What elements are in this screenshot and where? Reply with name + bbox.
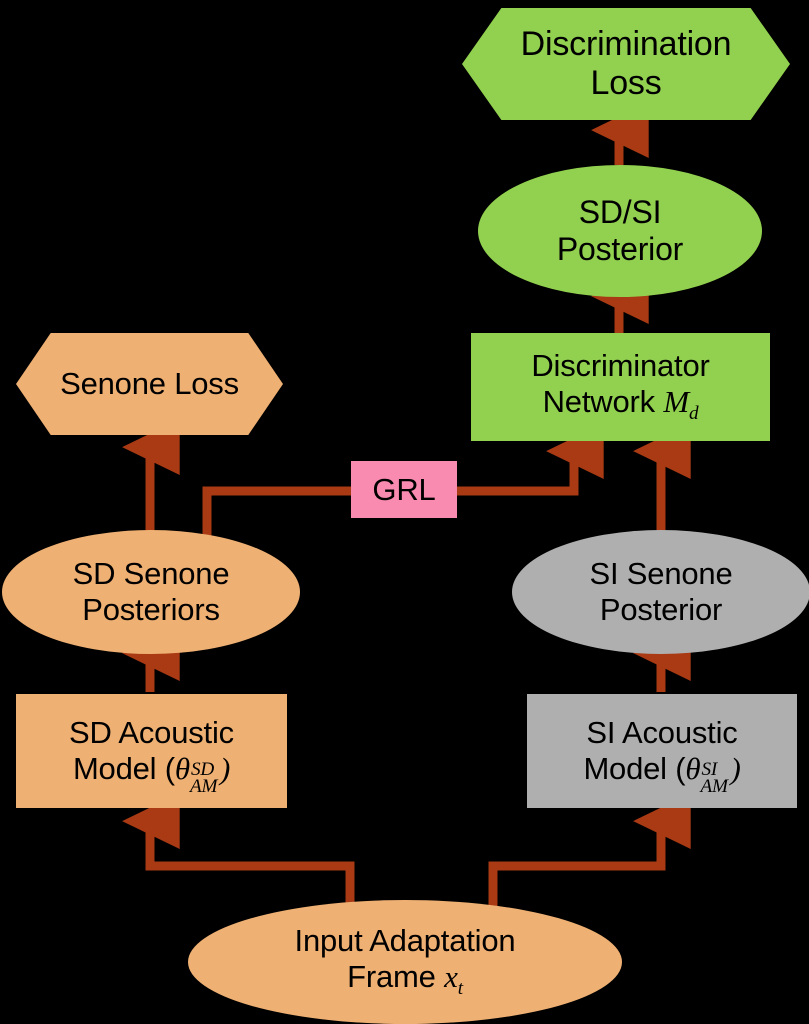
math-sub-t: t xyxy=(457,978,463,1000)
edge-sd-posteriors-to-grl xyxy=(202,486,353,552)
node-sd-senone-posteriors[interactable]: SD Senone Posteriors xyxy=(2,530,300,654)
math-M: M xyxy=(663,384,689,420)
node-senone-loss[interactable]: Senone Loss xyxy=(16,333,283,435)
sd-acoustic-model-line2: Model ( xyxy=(72,751,175,786)
sd-si-posterior-line2: Posterior xyxy=(556,231,684,267)
node-sd-si-posterior[interactable]: SD/SI Posterior xyxy=(478,165,762,297)
input-frame-line1: Input Adaptation xyxy=(294,923,516,959)
math-sub-d: d xyxy=(688,403,699,425)
discriminator-network-line2: Network xyxy=(542,384,664,420)
edge-input-to-sd-am xyxy=(122,793,355,912)
si-senone-posterior-line1: SI Senone xyxy=(589,556,733,592)
si-senone-posterior-line2: Posterior xyxy=(599,592,723,627)
sd-senone-posteriors-line1: SD Senone xyxy=(72,556,230,592)
grl-label: GRL xyxy=(372,471,436,507)
senone-loss-label: Senone Loss xyxy=(60,366,239,402)
discriminator-network-math: Md xyxy=(663,384,698,424)
node-input-adaptation-frame[interactable]: Input Adaptation Frame xt xyxy=(188,900,622,1024)
node-si-senone-posterior[interactable]: SI Senone Posterior xyxy=(512,530,809,654)
sd-theta-base: θ xyxy=(174,751,190,786)
edge-input-to-si-am xyxy=(488,793,691,912)
sd-si-posterior-line1: SD/SI xyxy=(578,193,662,230)
input-frame-math: xt xyxy=(444,959,463,999)
discriminator-network-line1: Discriminator xyxy=(531,348,710,384)
sd-acoustic-close-paren: ) xyxy=(219,751,231,786)
edge-grl-to-discriminator xyxy=(455,423,604,496)
sd-theta-sup: SD xyxy=(190,759,215,781)
si-acoustic-close-paren: ) xyxy=(730,751,741,786)
si-acoustic-model-line2: Model ( xyxy=(583,751,686,786)
si-theta-base: θ xyxy=(685,751,701,786)
si-theta-sub: AM xyxy=(700,775,728,797)
sd-acoustic-model-line1: SD Acoustic xyxy=(69,715,234,751)
discrimination-loss-line2: Loss xyxy=(590,64,662,102)
math-x: x xyxy=(444,959,458,995)
sd-theta-sub: AM xyxy=(189,775,218,797)
input-frame-line2: Frame xyxy=(347,959,445,995)
si-theta-sup: SI xyxy=(701,759,718,781)
sd-senone-posteriors-line2: Posteriors xyxy=(82,592,220,627)
si-acoustic-model-line1: SI Acoustic xyxy=(586,715,738,751)
node-discrimination-loss[interactable]: Discrimination Loss xyxy=(462,8,790,120)
node-grl[interactable]: GRL xyxy=(351,461,457,518)
node-discriminator-network[interactable]: Discriminator Network Md xyxy=(471,333,770,441)
discrimination-loss-line1: Discrimination xyxy=(520,24,732,63)
